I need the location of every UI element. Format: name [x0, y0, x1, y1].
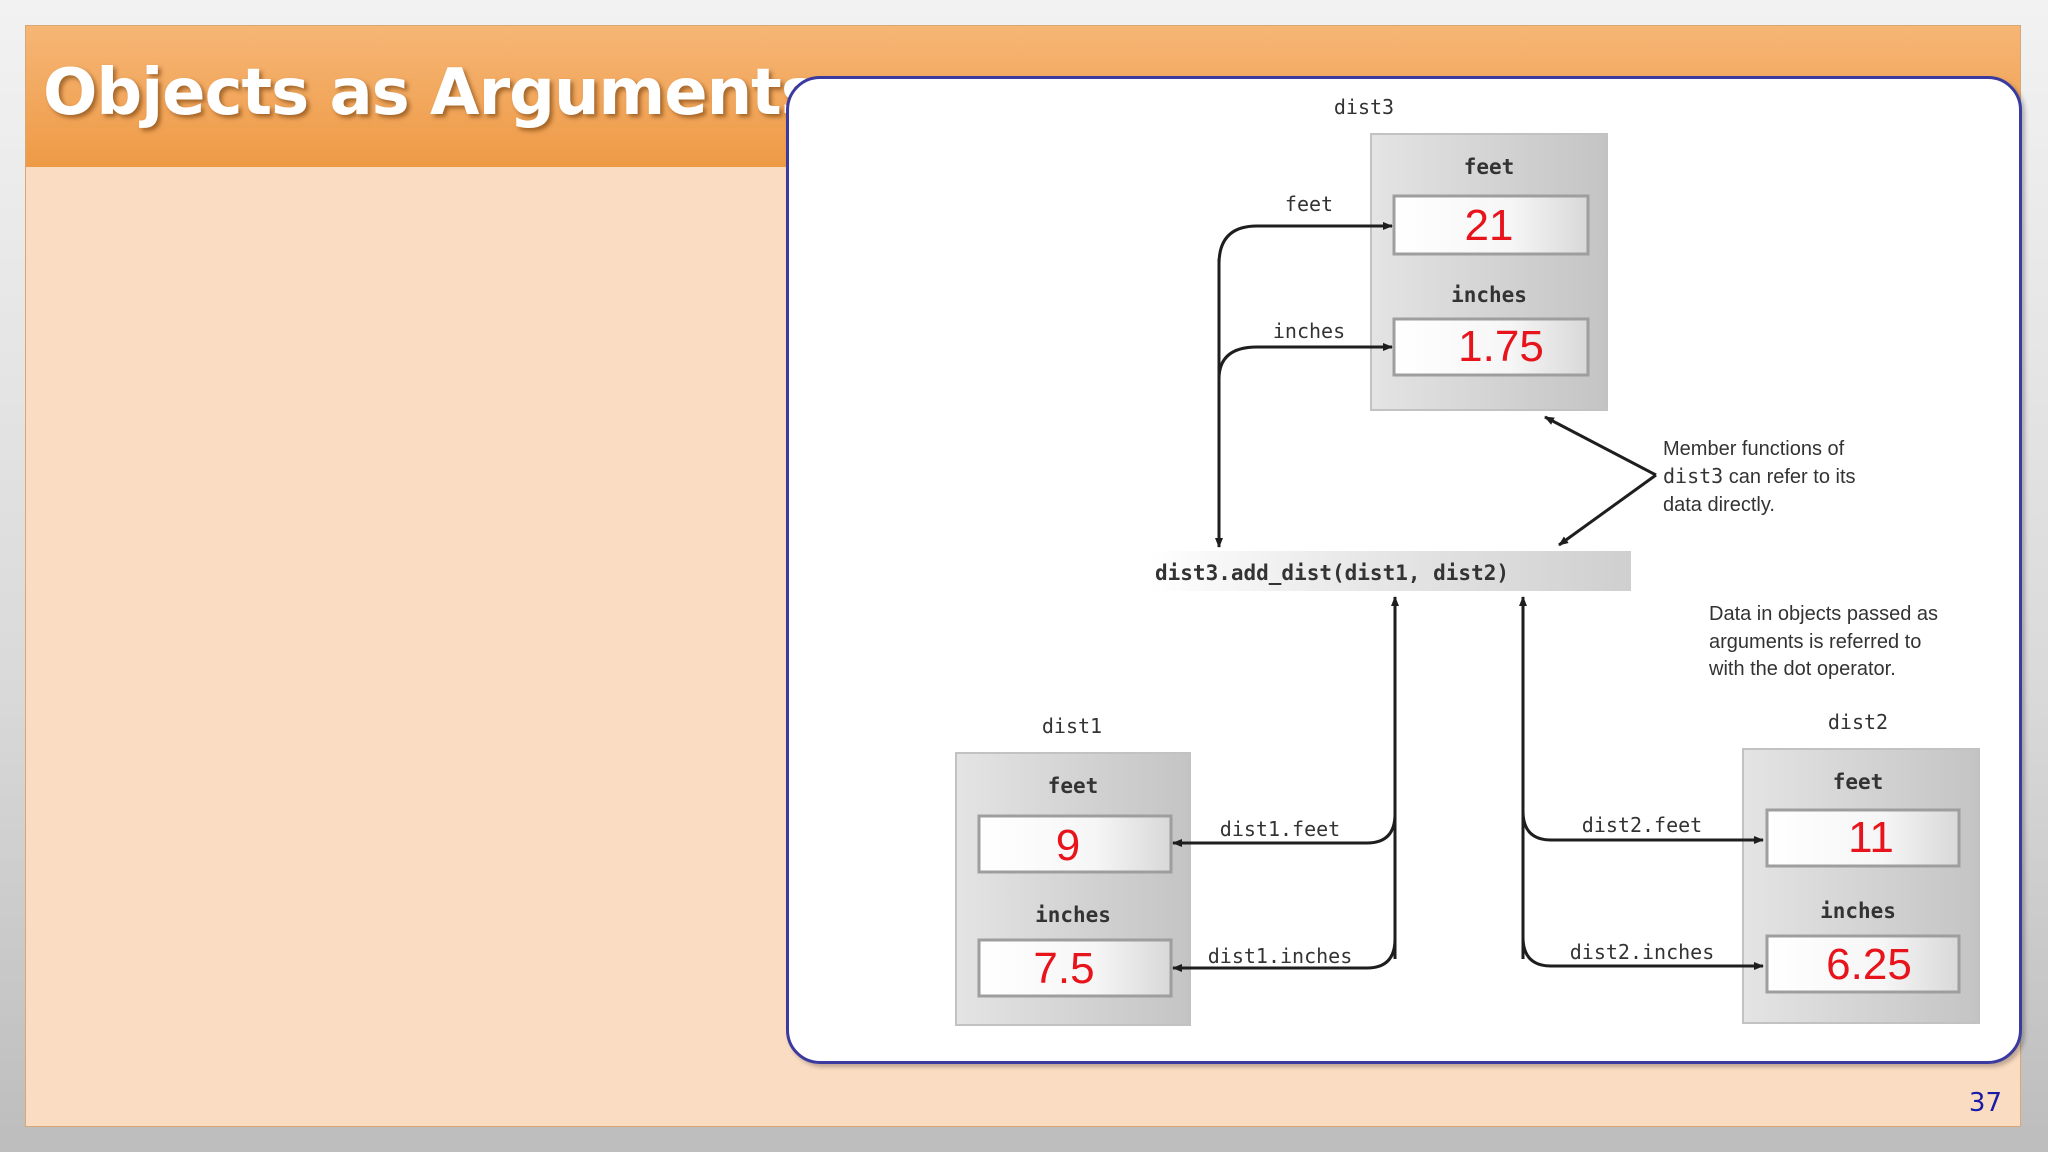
- dist3-inches-arrow: [1217, 343, 1393, 380]
- objects-diagram: dist3 feet 21 inches 1.75 dist3.add_dist…: [955, 95, 1980, 1026]
- dist2-feet-value: 11: [1848, 813, 1894, 862]
- dist1-feet-value: 9: [1056, 821, 1080, 870]
- member-note-code: dist3: [1663, 464, 1723, 488]
- dist3-feet-arrow: [1217, 222, 1393, 265]
- label-dist1-feet: dist1.feet: [1220, 817, 1340, 841]
- dist2-feet-field: [1765, 808, 1961, 868]
- dot-operator-note: Data in objects passed as arguments is r…: [1708, 603, 1938, 680]
- data-note-line-2: arguments is referred to: [1709, 631, 1921, 653]
- dist2-name: dist2: [1828, 710, 1888, 734]
- dist1-inches-field: [977, 938, 1173, 998]
- dist3-object: dist3 feet 21 inches 1.75: [1334, 95, 1608, 411]
- dist1-feet-field: [977, 814, 1173, 874]
- dist3-feet-value: 21: [1465, 201, 1514, 250]
- dist1-feet-arrow: [1172, 813, 1397, 847]
- dist3-feet-label: feet: [1464, 155, 1515, 179]
- dist3-feet-field: [1392, 194, 1590, 256]
- member-note-line-2-text: can refer to its: [1723, 466, 1855, 488]
- dist1-inches-value: 7.5: [1033, 944, 1094, 993]
- call-expression-box: dist3.add_dist(dist1, dist2): [1149, 551, 1631, 591]
- dist2-inches-arrow: [1521, 936, 1764, 970]
- dist2-feet-arrow: [1521, 810, 1764, 844]
- dist1-name: dist1: [1042, 714, 1102, 738]
- member-note-line-2: dist3 can refer to its: [1663, 464, 1856, 488]
- dist1-feet-label: feet: [1048, 774, 1099, 798]
- label-dist2-inches: dist2.inches: [1570, 940, 1715, 964]
- diagram-frame: dist3 feet 21 inches 1.75 dist3.add_dist…: [786, 76, 2022, 1064]
- page-number: 37: [1968, 1088, 2002, 1118]
- dist1-object: dist1 feet 9 inches 7.5: [955, 714, 1191, 1026]
- member-note-line-3: data directly.: [1663, 494, 1775, 516]
- dist2-inches-field: [1765, 934, 1961, 994]
- arrow-group: [1172, 222, 1764, 972]
- dist3-inches-value: 1.75: [1458, 322, 1544, 371]
- dist1-inches-label: inches: [1035, 903, 1111, 927]
- arrow-labels: feet inches dist1.feet dist1.inches dist…: [1208, 192, 1715, 968]
- member-functions-note: Member functions of dist3 can refer to i…: [1663, 438, 1856, 516]
- label-dist2-feet: dist2.feet: [1582, 813, 1702, 837]
- data-note-line-3: with the dot operator.: [1708, 658, 1896, 680]
- dist2-inches-label: inches: [1820, 899, 1896, 923]
- dist3-inches-label: inches: [1451, 283, 1527, 307]
- dist3-inches-field: [1392, 317, 1590, 377]
- dist2-feet-label: feet: [1833, 770, 1884, 794]
- slide-title: Objects as Arguments: [43, 56, 819, 130]
- data-note-line-1: Data in objects passed as: [1709, 603, 1938, 625]
- dist2-inches-value: 6.25: [1826, 940, 1912, 989]
- dist2-object: dist2 feet 11 inches 6.25: [1742, 710, 1980, 1024]
- label-dist1-inches: dist1.inches: [1208, 944, 1353, 968]
- member-note-arrow-up: [1544, 415, 1657, 477]
- call-expression: dist3.add_dist(dist1, dist2): [1155, 561, 1509, 585]
- label-dist3-inches: inches: [1273, 319, 1345, 343]
- dist1-inches-arrow: [1172, 938, 1397, 972]
- slide: Objects as Arguments: [25, 25, 2022, 1127]
- member-note-line-1: Member functions of: [1663, 438, 1845, 460]
- member-note-arrow-down: [1558, 473, 1657, 547]
- dist3-name: dist3: [1334, 95, 1394, 119]
- call-bar: [1149, 551, 1631, 591]
- label-dist3-feet: feet: [1285, 192, 1333, 216]
